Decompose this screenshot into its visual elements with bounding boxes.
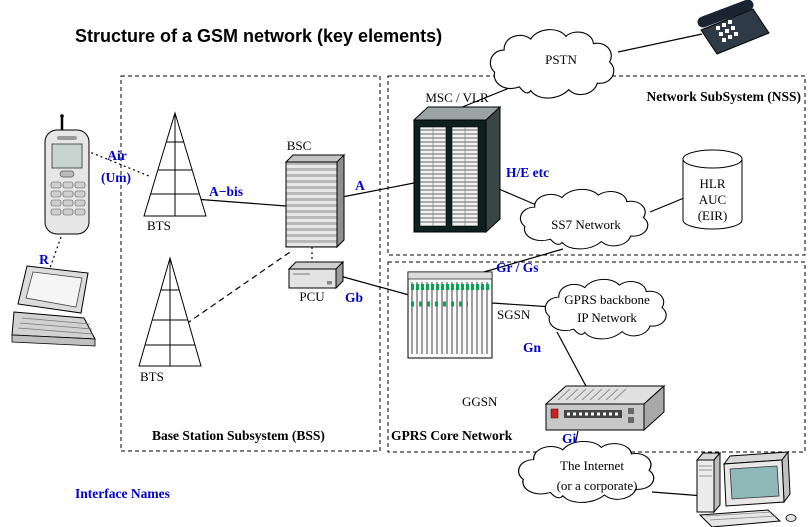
mouse-icon <box>785 514 797 522</box>
um-interface-label: (Um) <box>101 170 131 185</box>
abis-interface-label: A−bis <box>209 184 243 199</box>
link-ss7-hlr <box>649 197 685 213</box>
link-bts2-bsc <box>185 249 294 325</box>
hlr-database-icon <box>682 149 743 230</box>
link-sgsn-ss7-gr-gs <box>476 248 564 275</box>
ggsn-label: GGSN <box>462 394 498 409</box>
link-bts1-bsc <box>193 198 287 207</box>
page-title: Structure of a GSM network (key elements… <box>75 26 442 46</box>
laptop-icon <box>11 265 96 347</box>
backbone-label-line2: IP Network <box>577 310 637 325</box>
sgsn-rack-icon <box>407 271 493 359</box>
link-pcu-sgsn <box>339 275 410 296</box>
link-phone-bts-air <box>81 148 150 177</box>
link-pstn-deskphone <box>617 33 703 53</box>
link-sgsn-backbone <box>491 302 554 308</box>
monitor-screen <box>729 465 780 500</box>
bss-region-box <box>120 75 381 452</box>
a-interface-label: A <box>355 178 365 193</box>
pstn-label: PSTN <box>545 52 577 67</box>
r-interface-label: R <box>39 252 49 267</box>
link-backbone-ggsn <box>556 331 588 389</box>
bsc-label: BSC <box>287 138 312 153</box>
desktop-computer-icon <box>695 450 797 527</box>
sgsn-label: SGSN <box>497 307 531 322</box>
pcu-box-icon <box>287 260 345 290</box>
gprs-region-label: GPRS Core Network <box>391 428 513 443</box>
bts-tower-icon-2 <box>138 256 202 367</box>
link-laptop-phone-r <box>49 236 62 269</box>
gn-interface-label: Gn <box>523 340 542 355</box>
link-internet-computer <box>651 491 705 497</box>
hlr-label-line2: AUC <box>699 192 726 207</box>
bss-region-label: Base Station Subsystem (BSS) <box>152 428 325 443</box>
link-bsc-msc <box>336 182 415 199</box>
internet-label-line2: (or a corporate) <box>557 478 638 493</box>
gi-interface-label: Gi <box>562 431 577 446</box>
pcu-label: PCU <box>299 289 325 304</box>
bsc-cabinet-icon <box>284 153 346 249</box>
msc-cabinet-icon <box>412 105 502 234</box>
desk-phone-icon <box>697 0 770 55</box>
gr-gs-interface-label: Gr / Gs <box>496 260 539 275</box>
he-interface-label: H/E etc <box>506 165 549 180</box>
msc-label: MSC / VLR <box>425 90 489 105</box>
mobile-phone-icon <box>44 114 90 235</box>
air-interface-label: Air <box>107 148 127 163</box>
hlr-label-line3: (EIR) <box>698 208 728 223</box>
bts-tower-icon-1 <box>143 111 207 217</box>
bts1-label: BTS <box>147 218 171 233</box>
internet-label-line1: The Internet <box>560 458 624 473</box>
hlr-label-line1: HLR <box>700 176 726 191</box>
gb-interface-label: Gb <box>345 290 363 305</box>
bts2-label: BTS <box>140 369 164 384</box>
backbone-label-line1: GPRS backbone <box>564 292 650 307</box>
ggsn-router-icon <box>544 384 666 432</box>
nss-region-box <box>387 75 806 256</box>
ss7-label: SS7 Network <box>551 217 621 232</box>
interface-names-legend: Interface Names <box>75 486 170 501</box>
ggsn-led <box>550 408 559 419</box>
nss-region-label: Network SubSystem (NSS) <box>646 89 801 104</box>
